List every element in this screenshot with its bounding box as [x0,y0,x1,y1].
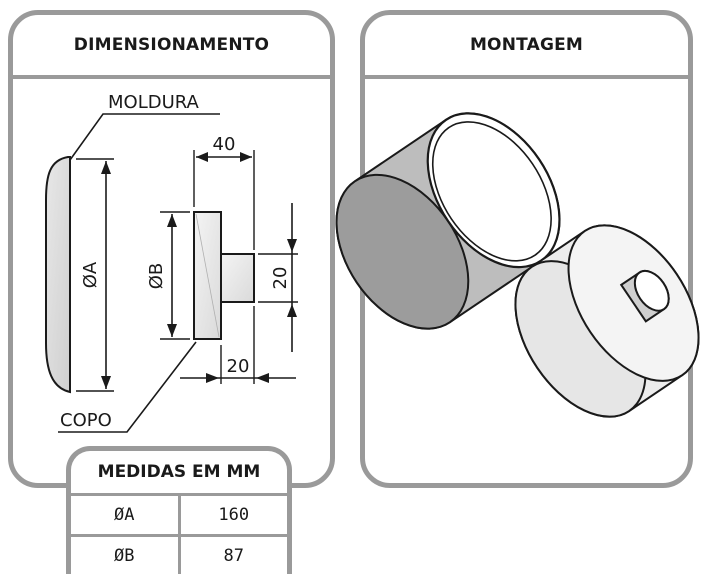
table-cell-label: ØA [71,496,181,534]
table-header: MEDIDAS EM MM [71,451,287,496]
frame-side-profile [45,156,71,394]
moldura-label: MOLDURA [108,92,200,113]
dim-40-label: 40 [213,134,236,155]
moldura-leader [69,113,220,161]
frame-3d [335,112,561,330]
assembly-title: MONTAGEM [365,15,688,79]
copo-label: COPO [60,410,112,431]
table-row: ØB 87 [71,537,287,574]
table-row: ØA 160 [71,496,287,537]
dim-a-label: ØA [80,261,101,288]
dim-20h-label: 20 [227,356,250,377]
dim-b-label: ØB [146,263,167,290]
dimensioning-title: DIMENSIONAMENTO [13,15,330,79]
dim-20v-label: 20 [270,267,291,290]
table-cell-label: ØB [71,537,181,574]
cup-body [220,253,255,303]
table-cell-value: 160 [218,505,250,525]
copo-leader [58,341,197,433]
cup-3d [514,224,700,418]
table-cell-value: 87 [223,546,244,566]
measurements-table: MEDIDAS EM MM ØA 160 ØB 87 [66,446,292,574]
